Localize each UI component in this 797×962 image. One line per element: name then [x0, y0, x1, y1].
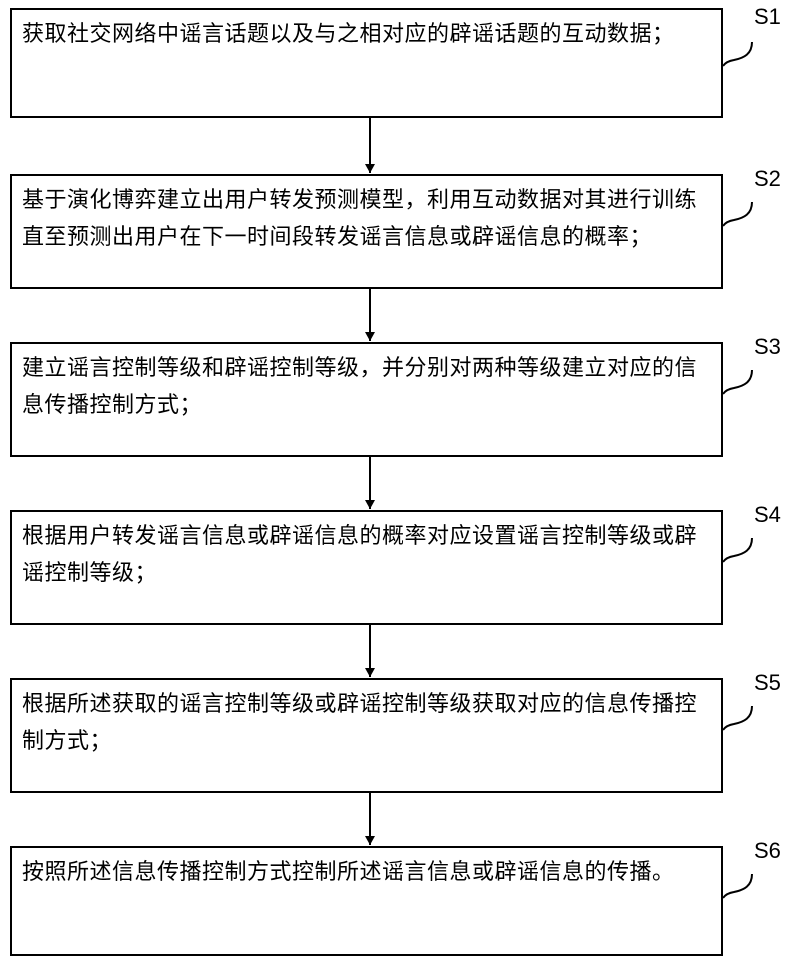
step-label-s1: S1: [754, 4, 781, 30]
step-label-s2: S2: [754, 166, 781, 192]
step-label-s5: S5: [754, 670, 781, 696]
step-text-s4: 根据用户转发谣言信息或辟谣信息的概率对应设置谣言控制等级或辟谣控制等级；: [22, 524, 697, 586]
step-box-s2: 基于演化博弈建立出用户转发预测模型，利用互动数据对其进行训练直至预测出用户在下一…: [10, 174, 723, 289]
step-label-s4: S4: [754, 502, 781, 528]
step-text-s6: 按照所述信息传播控制方式控制所述谣言信息或辟谣信息的传播。: [22, 860, 675, 885]
step-box-s4: 根据用户转发谣言信息或辟谣信息的概率对应设置谣言控制等级或辟谣控制等级；: [10, 510, 723, 625]
leader-curve-s3: [723, 370, 752, 394]
step-box-s1: 获取社交网络中谣言话题以及与之相对应的辟谣话题的互动数据；: [10, 8, 723, 118]
step-label-s3: S3: [754, 334, 781, 360]
leader-curve-s2: [723, 202, 752, 226]
step-box-s3: 建立谣言控制等级和辟谣控制等级，并分别对两种等级建立对应的信息传播控制方式；: [10, 342, 723, 457]
step-box-s6: 按照所述信息传播控制方式控制所述谣言信息或辟谣信息的传播。: [10, 846, 723, 956]
step-text-s2: 基于演化博弈建立出用户转发预测模型，利用互动数据对其进行训练直至预测出用户在下一…: [22, 188, 697, 250]
step-label-s6: S6: [754, 838, 781, 864]
step-text-s1: 获取社交网络中谣言话题以及与之相对应的辟谣话题的互动数据；: [22, 22, 675, 47]
leader-curve-s1: [723, 42, 752, 66]
leader-curve-s4: [723, 538, 752, 562]
step-text-s5: 根据所述获取的谣言控制等级或辟谣控制等级获取对应的信息传播控制方式；: [22, 692, 697, 754]
step-box-s5: 根据所述获取的谣言控制等级或辟谣控制等级获取对应的信息传播控制方式；: [10, 678, 723, 793]
leader-curve-s6: [723, 874, 752, 898]
step-text-s3: 建立谣言控制等级和辟谣控制等级，并分别对两种等级建立对应的信息传播控制方式；: [22, 356, 697, 418]
leader-curve-s5: [723, 706, 752, 730]
